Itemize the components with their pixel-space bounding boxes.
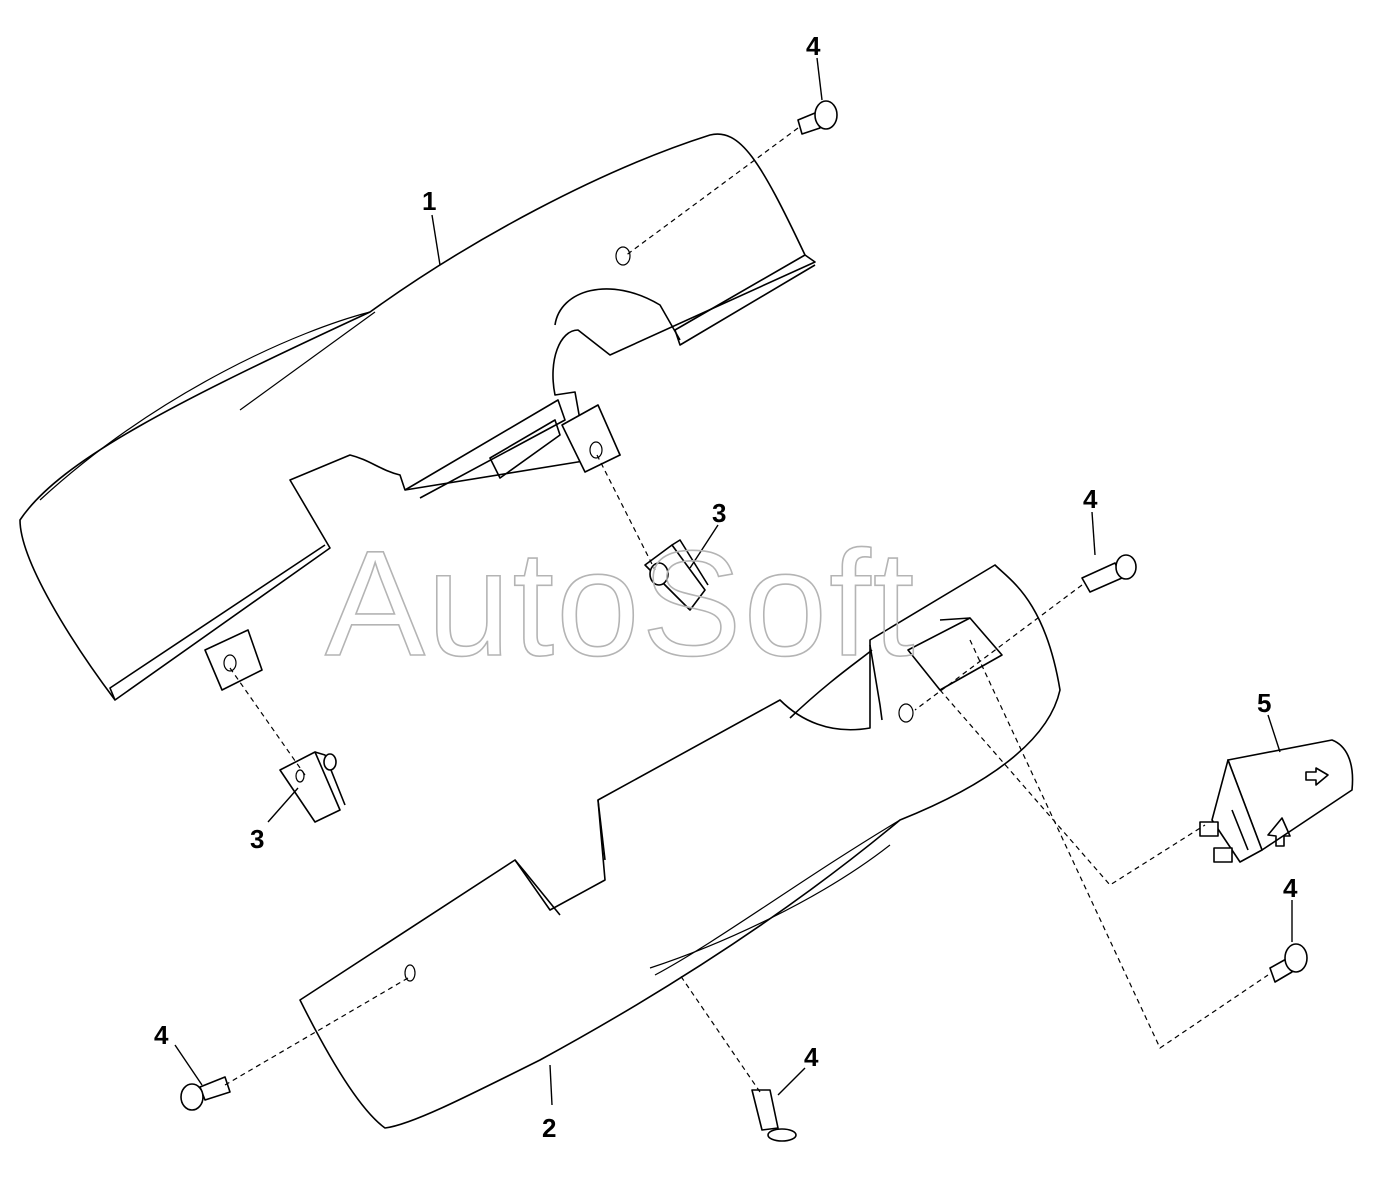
lower-cover-part [299,564,1061,1129]
callout-nut-upper: 3 [712,498,726,528]
callout-screw-mid-right: 4 [1083,484,1098,514]
callout-screw-bottom-center: 4 [804,1042,819,1072]
callout-lower-cover: 2 [542,1113,556,1143]
leader-lines [174,57,1293,1106]
callout-screw-bottom-right: 4 [1283,873,1298,903]
callout-screw-bottom-left: 4 [154,1020,169,1050]
callout-labels: 4 1 3 4 5 3 4 4 4 2 [154,31,1298,1143]
screw-bottom-center [751,1089,797,1142]
nut-clip-lower [279,751,346,823]
callout-nut-lower: 3 [250,824,264,854]
arrow-icon [1305,767,1329,786]
screw-bottom-left [180,1076,231,1111]
callout-upper-cover: 1 [422,186,436,216]
screw-bottom-right [1269,943,1308,983]
callout-screw-top: 4 [806,31,821,61]
screw-mid-right [1081,554,1137,593]
callout-switch: 5 [1257,688,1271,718]
screw-top [797,100,838,135]
watermark-text: AutoSoft [325,519,916,687]
assembly-lines [224,127,1269,1093]
switch-part [1199,739,1354,863]
arrow-icon [1267,817,1291,847]
upper-cover-part [19,133,816,701]
